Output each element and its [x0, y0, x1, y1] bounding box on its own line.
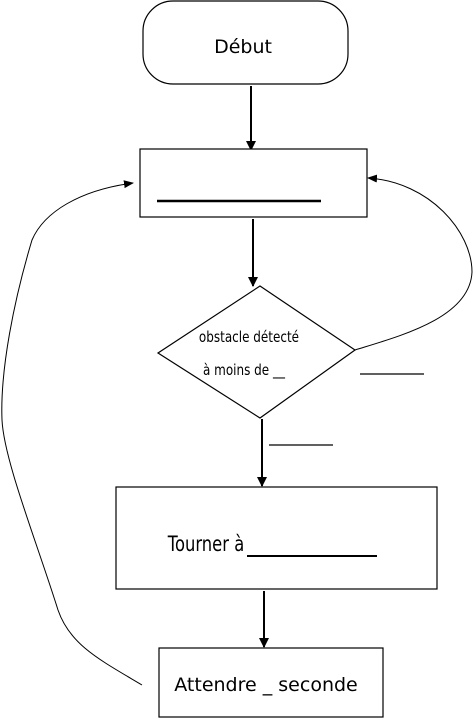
turn-label: Tourner à [167, 533, 244, 556]
loop-arrow-decision-to-blank [354, 174, 473, 351]
loop-arrow-wait-to-blank [1, 180, 143, 686]
wait-process-node: Attendre _ seconde [158, 647, 384, 718]
blank-process-node [139, 148, 368, 218]
decision-label-line1: obstacle détecté [199, 329, 299, 347]
turn-process-node: Tourner à [115, 486, 438, 590]
decision-node: obstacle détecté à moins de __ [156, 285, 357, 419]
decision-label-line2: à moins de __ [203, 362, 285, 380]
wait-label: Attendre _ seconde [174, 674, 357, 696]
start-label: Début [214, 36, 272, 58]
start-node: Début [142, 0, 349, 85]
